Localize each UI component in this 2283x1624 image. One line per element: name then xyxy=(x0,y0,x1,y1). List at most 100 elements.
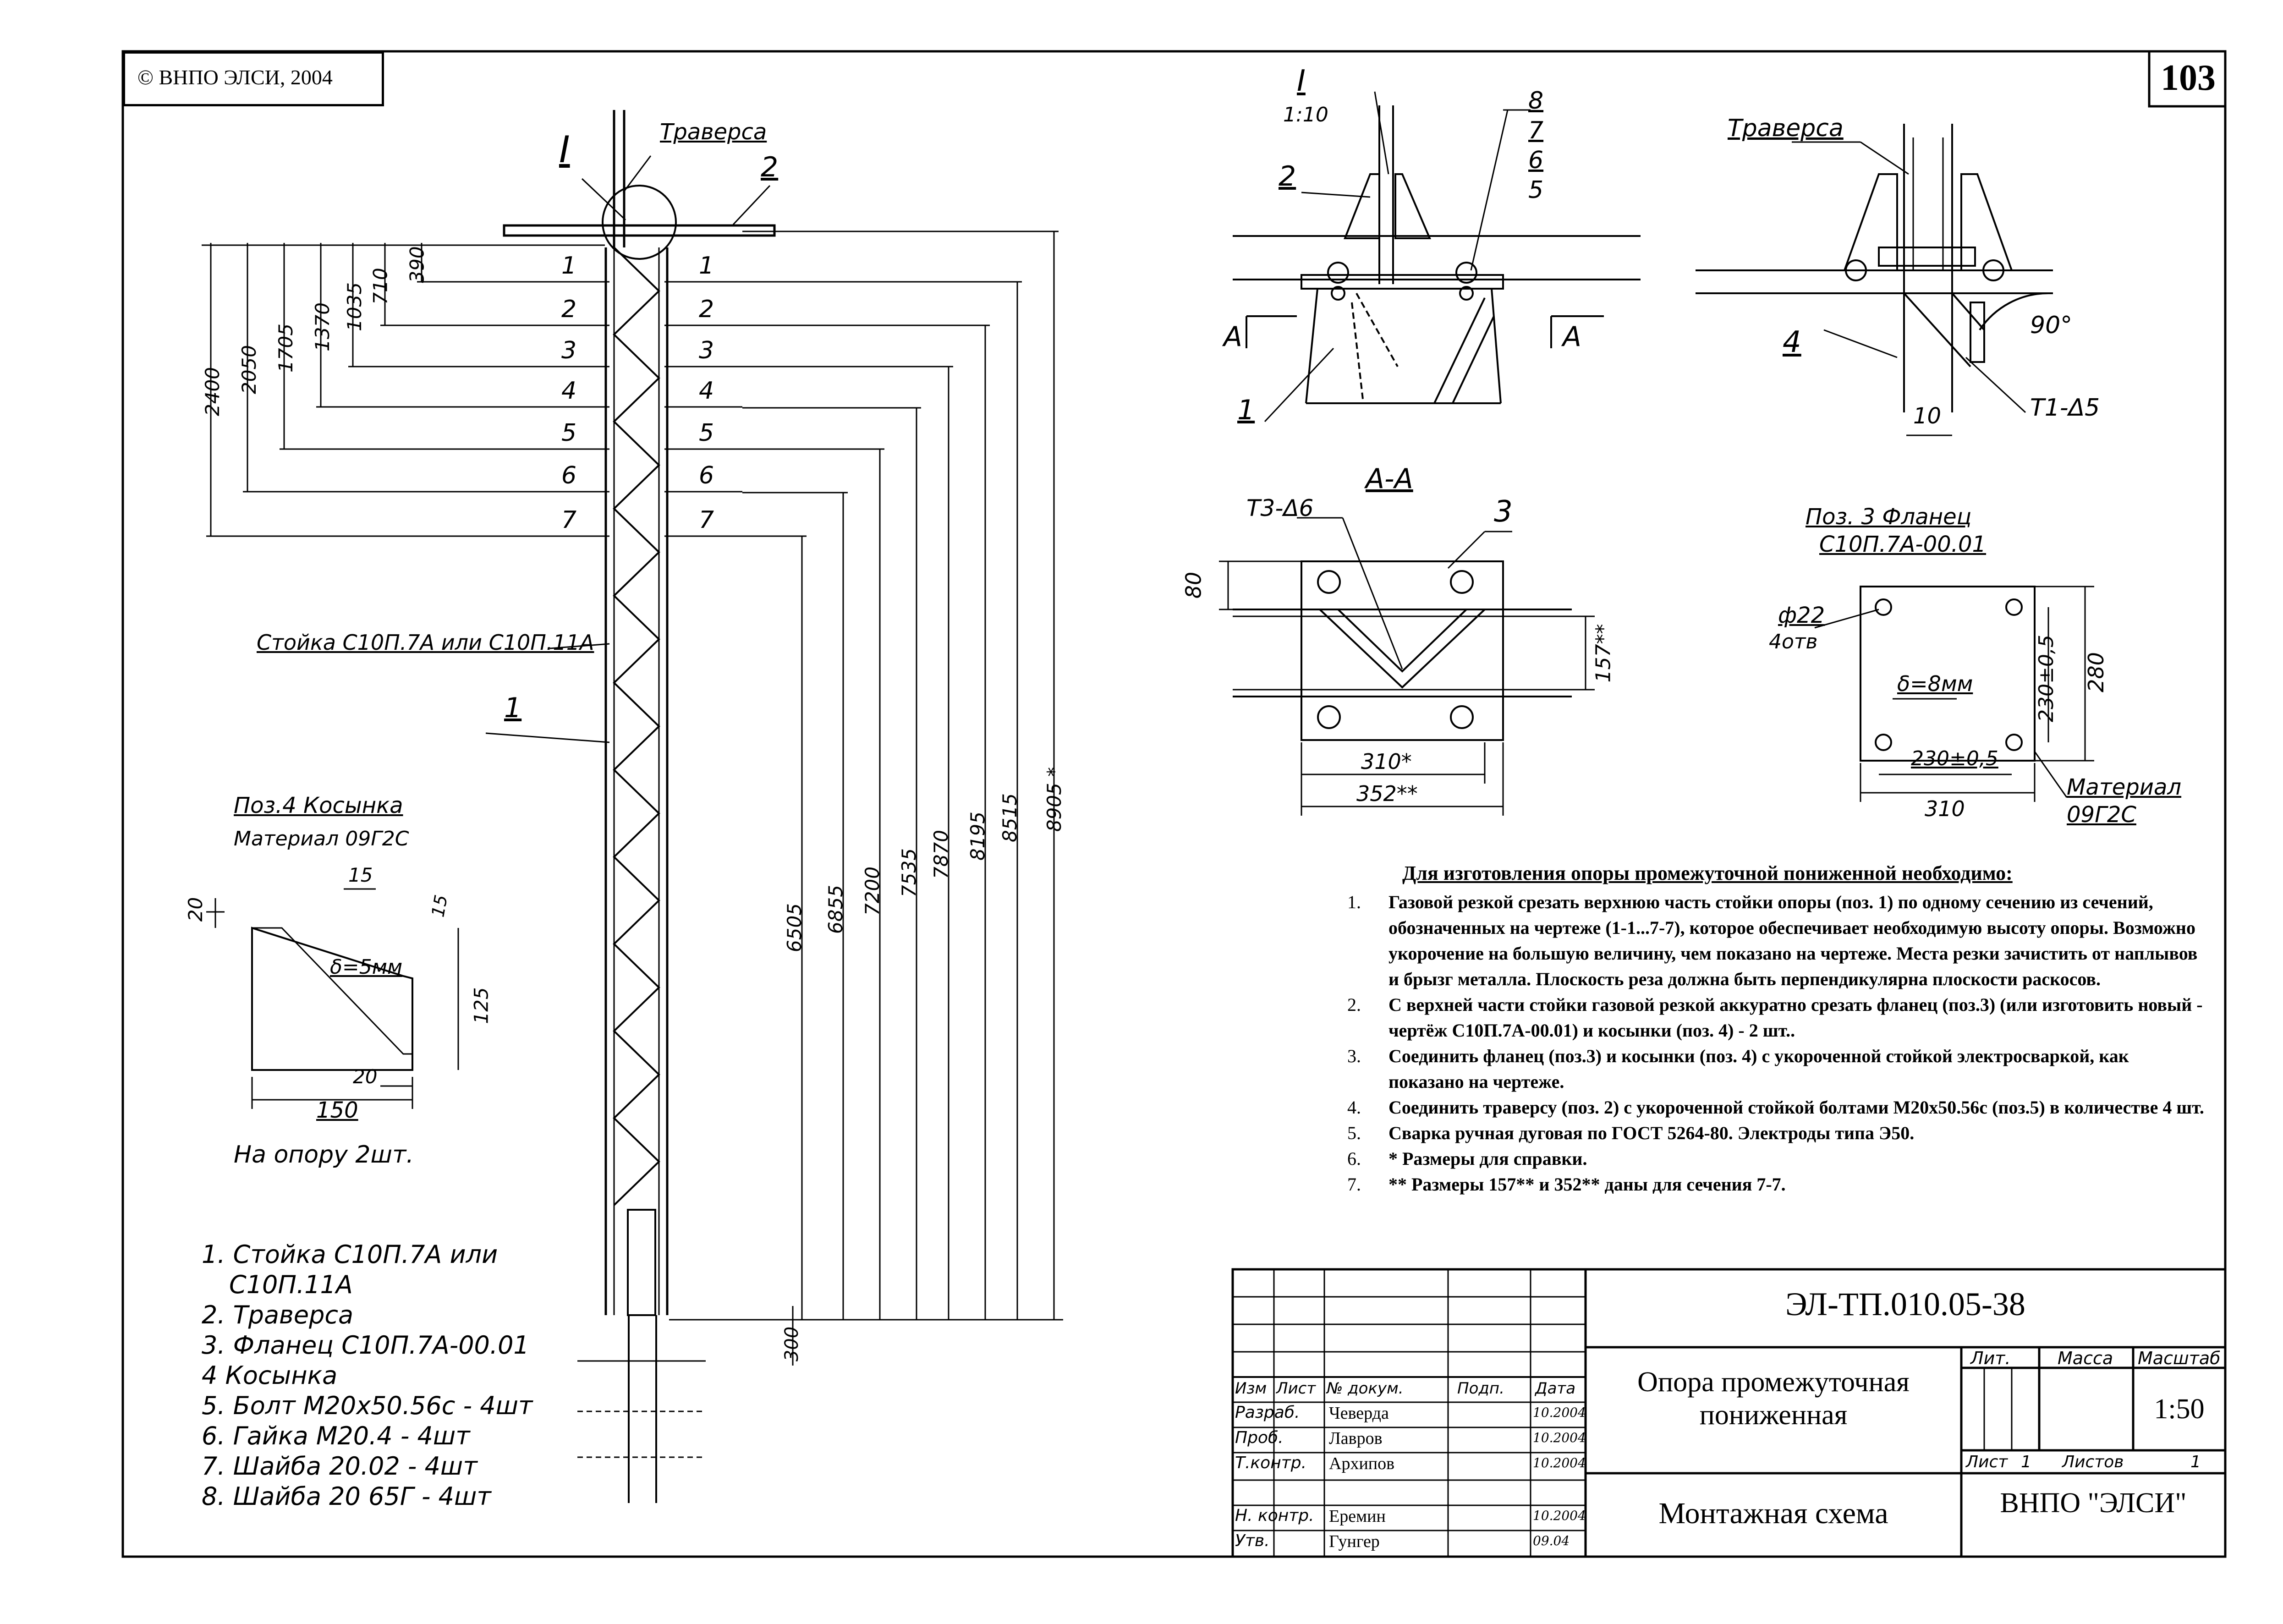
parts-item: 7. Шайба 20.02 - 4шт xyxy=(202,1452,477,1481)
right-dim-label: 8195 xyxy=(966,812,989,861)
detail-I-title: I xyxy=(1297,64,1306,98)
left-dim-label: 1705 xyxy=(274,324,297,373)
note-text: Газовой резкой срезать верхнюю часть сто… xyxy=(1388,892,2198,989)
section-label-left: 6 xyxy=(561,462,577,489)
section-label-left: 4 xyxy=(561,377,577,405)
section-AA-dim-157: 157** xyxy=(1592,624,1615,683)
stamp-role: Утв. xyxy=(1235,1531,1270,1550)
title-block-grid xyxy=(1231,1268,2227,1558)
hdr-masshtab: Масштаб xyxy=(2138,1348,2221,1368)
detail-I-label-1: 1 xyxy=(1237,394,1255,426)
left-dim-label: 2400 xyxy=(201,367,224,416)
right-dimension-lines xyxy=(669,230,1063,1321)
post-label: Стойка С10П.7А или С10П.11А xyxy=(257,630,594,655)
parts-item: 2. Траверса xyxy=(202,1300,354,1329)
org-name: ВНПО "ЭЛСИ" xyxy=(2000,1487,2187,1519)
section-label-left: 3 xyxy=(561,337,577,364)
section-lines xyxy=(522,281,742,537)
flange-dim-230h: 230±0,5 xyxy=(1911,747,1998,770)
stamp-date: 10.2004 xyxy=(1533,1430,1586,1445)
gusset-thickness: δ=5мм xyxy=(330,955,403,979)
note-text: Сварка ручная дуговая по ГОСТ 5264-80. Э… xyxy=(1388,1123,1915,1143)
gusset-material: Материал 09Г2С xyxy=(234,827,409,850)
hdr-podp: Подп. xyxy=(1457,1379,1504,1398)
section-label-left: 2 xyxy=(561,296,577,323)
note-number: 4. xyxy=(1347,1097,1361,1118)
flange-material-label: Материал xyxy=(2067,774,2182,800)
stamp-name: Архипов xyxy=(1329,1454,1395,1473)
flange-thickness: δ=8мм xyxy=(1897,671,1973,696)
gusset-title: Поз.4 Косынка xyxy=(234,793,403,818)
section-label-right: 1 xyxy=(699,252,714,280)
stamp-date: 10.2004 xyxy=(1533,1405,1586,1420)
section-label-right: 7 xyxy=(699,506,714,534)
drawing-name: Монтажная схема xyxy=(1658,1497,1888,1530)
hdr-data: Дата xyxy=(1535,1379,1576,1398)
flange-hole: ф22 xyxy=(1778,603,1825,628)
gusset-dim-125: 125 xyxy=(470,987,493,1024)
flange-dim-280: 280 xyxy=(2083,652,2108,692)
hdr-doc: № докум. xyxy=(1327,1379,1404,1398)
left-dim-label: 710 xyxy=(369,268,392,305)
right-dim-label: 6855 xyxy=(824,885,847,934)
detail-marker-I: I xyxy=(559,128,570,171)
note-text: Соединить траверсу (поз. 2) с укороченно… xyxy=(1388,1097,2204,1118)
right-dim-label: 8515 xyxy=(998,793,1021,842)
section-label-left: 1 xyxy=(561,252,577,280)
gusset-dim-15a: 15 xyxy=(348,864,373,886)
parts-item: 4 Косынка xyxy=(202,1361,338,1390)
stamp-role: Т.контр. xyxy=(1235,1454,1307,1472)
notes-title: Для изготовления опоры промежуточной пон… xyxy=(1402,862,2013,884)
section-label-right: 6 xyxy=(699,462,714,489)
bottom-dim: 300 xyxy=(781,1326,803,1362)
section-label-right: 4 xyxy=(699,377,714,405)
traverse-weld: Т1-Δ5 xyxy=(2030,394,2100,422)
gusset-dim-150: 150 xyxy=(316,1097,358,1123)
object-name: Опора промежуточная пониженная xyxy=(1637,1366,1910,1431)
parts-item: 8. Шайба 20 65Г - 4шт xyxy=(202,1482,491,1511)
section-AA-drawing xyxy=(1219,517,1595,816)
page-number: 103 xyxy=(2161,58,2216,98)
pos1-label: 1 xyxy=(504,692,522,724)
stamp-name: Гунгер xyxy=(1329,1532,1380,1551)
section-label-right: 5 xyxy=(699,419,714,447)
stamp-role: Проб. xyxy=(1235,1428,1284,1447)
stamp-role: Н. контр. xyxy=(1235,1506,1314,1525)
left-dim-label: 2050 xyxy=(237,345,260,394)
hdr-sheets-no: 1 xyxy=(2190,1453,2201,1471)
parts-item: С10П.11А xyxy=(229,1270,353,1299)
note-number: 5. xyxy=(1347,1123,1361,1143)
detail-I-scale: 1:10 xyxy=(1283,103,1328,126)
section-A-right: А xyxy=(1563,321,1582,353)
detail-I-drawing xyxy=(1233,91,1641,422)
note-text: * Размеры для справки. xyxy=(1388,1148,1587,1169)
right-dim-label: 6505 xyxy=(783,903,806,952)
stamp-name: Лавров xyxy=(1329,1429,1383,1448)
note-item: 6. * Размеры для справки. xyxy=(1347,1146,2218,1172)
parts-list: 1. Стойка С10П.7А или С10П.11А 2. Травер… xyxy=(202,1240,533,1512)
note-number: 7. xyxy=(1347,1174,1361,1195)
stamp-date: 10.2004 xyxy=(1533,1455,1586,1470)
detail-I-label-6: 6 xyxy=(1528,147,1544,174)
parts-item: 1. Стойка С10П.7А или xyxy=(202,1240,498,1269)
section-AA-title: А-А xyxy=(1366,463,1413,495)
section-label-left: 5 xyxy=(561,419,577,447)
hdr-sheet-no: 1 xyxy=(2021,1453,2031,1471)
gusset-dim-15b: 15 xyxy=(428,893,452,919)
flange-title: Поз. 3 Фланец xyxy=(1806,504,1972,530)
section-label-right: 3 xyxy=(699,337,714,364)
note-item: 7.** Размеры 157** и 352** даны для сече… xyxy=(1347,1172,2218,1197)
note-text: С верхней части стойки газовой резкой ак… xyxy=(1388,994,2203,1041)
detail-I-label-5: 5 xyxy=(1528,176,1544,204)
section-label-right: 2 xyxy=(699,296,714,323)
traverse-label: Траверса xyxy=(660,119,767,145)
flange-drawing xyxy=(1814,586,2094,802)
stamp-name: Чеверда xyxy=(1329,1404,1389,1423)
flange-dim-230v: 230±0,5 xyxy=(2034,635,2058,722)
flange-material: 09Г2С xyxy=(2067,802,2136,828)
note-number: 6. xyxy=(1347,1148,1361,1169)
stamp-role: Разраб. xyxy=(1235,1403,1300,1422)
traverse-pos4: 4 xyxy=(1783,325,1801,359)
stamp-date: 10.2004 xyxy=(1533,1508,1586,1523)
note-number: 1. xyxy=(1347,892,1361,912)
